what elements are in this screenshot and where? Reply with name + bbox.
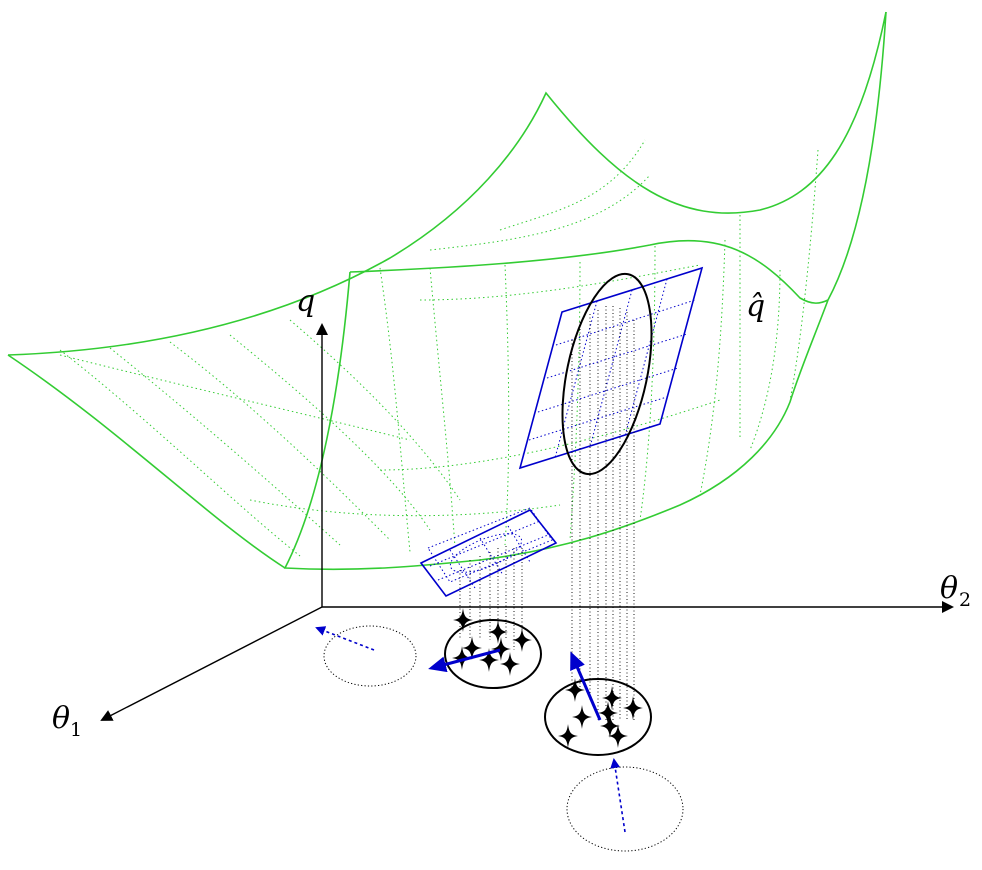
- current-plane-ellipse: [561, 272, 653, 476]
- current-plane-grid: [589, 289, 633, 448]
- sample-point: [623, 696, 643, 720]
- surface-grid-line: [289, 319, 461, 501]
- surface-left-side: [7, 354, 286, 569]
- gradient-arrow: [428, 648, 501, 673]
- current-tangent-plane: [518, 266, 704, 476]
- surface-grid-line: [109, 347, 341, 546]
- theta2-symbol: θ: [940, 571, 958, 606]
- theta1-axis: [100, 606, 323, 721]
- sample-cluster-ellipse: [544, 678, 652, 756]
- surface-grid-line: [379, 267, 411, 553]
- theta2-subscript: 2: [959, 589, 971, 611]
- sample-point: [598, 701, 618, 725]
- previous-plane-outline: [419, 508, 558, 598]
- previous-plane-ellipse: [449, 533, 523, 573]
- sample-point: [602, 686, 622, 710]
- gradient-arrow: [570, 651, 602, 721]
- previous-tangent-plane: [419, 507, 558, 598]
- surface-grid-line: [379, 399, 721, 471]
- current-plane-grid: [624, 278, 668, 437]
- axes: [100, 323, 954, 721]
- previous-distributions: [315, 625, 684, 852]
- previous-plane-grid: [507, 525, 531, 563]
- sample-point: [572, 705, 592, 729]
- previous-step-arrow: [315, 626, 375, 651]
- objective-surface: [7, 11, 887, 571]
- sample-point: [453, 608, 473, 632]
- sample-point: [488, 620, 508, 644]
- surface-grid-line: [789, 149, 819, 401]
- sample-point: [491, 637, 511, 661]
- surface-grid-line: [429, 174, 651, 251]
- surface-grid-line: [59, 349, 301, 557]
- surface-grid-line: [429, 267, 456, 549]
- q-axis-label: q: [296, 284, 315, 319]
- surface-grid-line: [699, 239, 726, 496]
- surface-grid-line: [639, 245, 656, 521]
- previous-step-arrow: [610, 758, 626, 833]
- surface-mid-contour: [349, 239, 829, 304]
- current-plane-grid: [528, 395, 671, 441]
- surface-front-edge: [283, 271, 829, 571]
- sample-cluster-next: [544, 651, 652, 756]
- surface-back-edge: [7, 11, 887, 356]
- sample-cluster-ellipse: [444, 619, 542, 689]
- sample-cluster-current: [428, 608, 542, 689]
- previous-distribution-ellipse: [323, 625, 417, 687]
- surface-grid-line: [59, 354, 411, 441]
- current-plane-grid: [554, 300, 598, 459]
- theta1-axis-label: θ 1: [52, 701, 82, 741]
- previous-plane-dotted-outline: [427, 507, 553, 583]
- surface-grid-line: [569, 261, 581, 541]
- current-plane-grid: [546, 333, 688, 379]
- surface-grid-line: [169, 341, 391, 541]
- q-hat-label: q̂: [746, 289, 765, 324]
- previous-plane-grid: [449, 549, 476, 589]
- theta1-symbol: θ: [52, 701, 70, 736]
- theta1-subscript: 1: [70, 719, 82, 741]
- current-plane-outline: [518, 266, 704, 470]
- theta2-axis-label: θ 2: [940, 571, 971, 611]
- surface-right-side: [827, 11, 887, 301]
- surface-grid-line: [229, 334, 431, 531]
- previous-distribution-ellipse: [566, 766, 684, 852]
- surface-grid-line: [249, 499, 561, 517]
- sample-point: [500, 652, 520, 676]
- previous-plane-grid: [479, 537, 504, 576]
- current-plane-grid: [537, 367, 679, 413]
- current-plane-grid: [555, 299, 696, 346]
- projection-lines: [459, 306, 635, 720]
- surface-grid-line: [499, 139, 646, 231]
- surface-grid-line: [504, 264, 510, 546]
